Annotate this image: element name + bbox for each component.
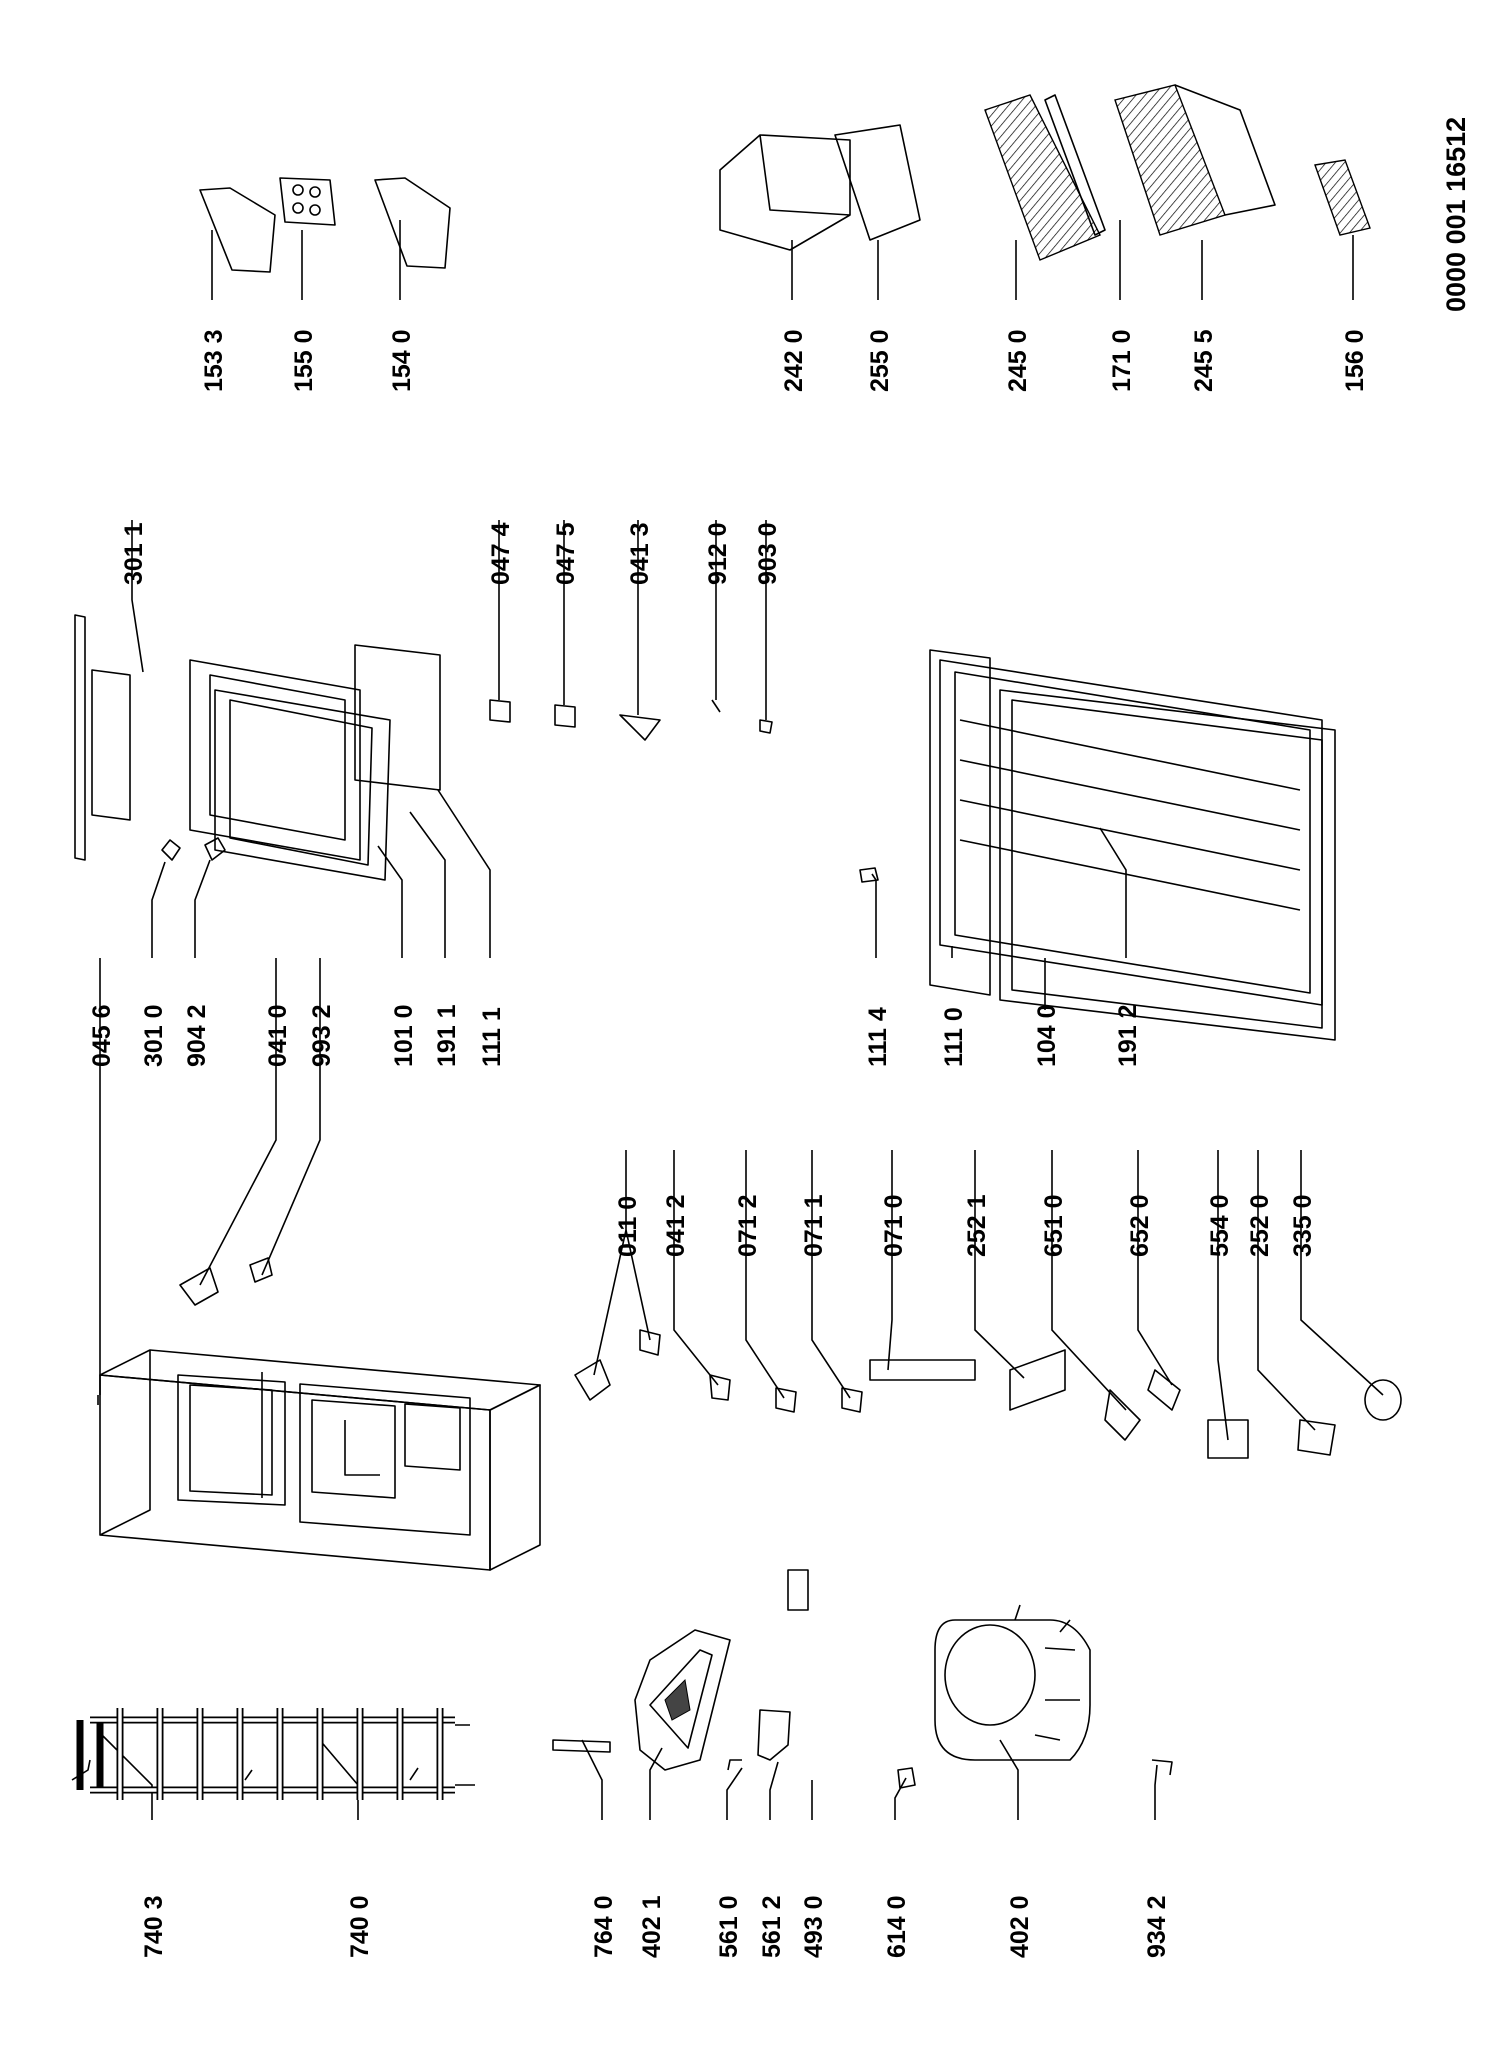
part-label-0410: 041 0 <box>264 1004 292 1067</box>
part-label-2520: 252 0 <box>1246 1194 1274 1257</box>
shelves-illustration <box>984 84 1371 261</box>
part-label-6520: 652 0 <box>1126 1194 1154 1257</box>
part-label-1550: 155 0 <box>290 329 318 392</box>
crisper-illustration <box>719 124 921 251</box>
small-components-illustration <box>552 1569 1173 1789</box>
part-label-3010: 301 0 <box>140 1004 168 1067</box>
part-label-0110: 011 0 <box>614 1196 642 1257</box>
part-label-0475: 047 5 <box>552 522 580 585</box>
part-label-1710: 171 0 <box>1108 329 1136 392</box>
part-label-2550: 255 0 <box>866 329 894 392</box>
part-label-4930: 493 0 <box>800 1895 828 1958</box>
part-label-1110: 111 0 <box>940 1007 968 1067</box>
part-label-0710: 071 0 <box>880 1194 908 1257</box>
part-label-5610: 561 0 <box>715 1895 743 1958</box>
part-label-2521: 252 1 <box>963 1194 991 1257</box>
part-label-7400: 740 0 <box>346 1895 374 1958</box>
fridge-door-illustration <box>859 649 1336 1041</box>
condenser-illustration <box>71 1708 475 1800</box>
part-label-9120: 912 0 <box>704 522 732 585</box>
part-label-0711: 071 1 <box>800 1194 828 1257</box>
part-label-5612: 561 2 <box>758 1895 786 1958</box>
part-label-2450: 245 0 <box>1004 329 1032 392</box>
fan-cover-illustration <box>634 1629 731 1771</box>
leader-lines <box>99 220 1384 1820</box>
part-label-5540: 554 0 <box>1206 1194 1234 1257</box>
part-label-0474: 047 4 <box>487 522 515 585</box>
part-label-9342: 934 2 <box>1143 1895 1171 1958</box>
part-label-4020: 402 0 <box>1006 1895 1034 1958</box>
part-label-9030: 903 0 <box>754 522 782 585</box>
part-label-1111: 111 1 <box>478 1007 506 1067</box>
part-label-2420: 242 0 <box>780 329 808 392</box>
compressor-illustration <box>934 1604 1091 1761</box>
hinge-components-illustration <box>489 699 773 741</box>
part-label-1040: 104 0 <box>1033 1004 1061 1067</box>
part-label-7640: 764 0 <box>590 1895 618 1958</box>
part-label-1114: 111 4 <box>864 1007 892 1067</box>
part-label-1010: 101 0 <box>390 1004 418 1067</box>
document-code: 0000 001 16512 <box>1441 117 1471 312</box>
part-labels: 740 3 740 0 764 0 402 1 561 0 561 2 493 … <box>88 329 1369 1958</box>
part-label-7403: 740 3 <box>140 1895 168 1958</box>
part-label-1533: 153 3 <box>200 329 228 392</box>
part-label-0413: 041 3 <box>626 522 654 585</box>
part-label-6510: 651 0 <box>1040 1194 1068 1257</box>
door-shelves-illustration <box>199 177 451 273</box>
part-label-0456: 045 6 <box>88 1004 116 1067</box>
part-label-0412: 041 2 <box>662 1194 690 1257</box>
freezer-door-illustration <box>74 614 441 881</box>
part-label-2455: 245 5 <box>1190 329 1218 392</box>
part-label-3011: 301 1 <box>120 522 148 585</box>
door-components-illustration <box>97 837 273 1405</box>
part-label-1540: 154 0 <box>388 329 416 392</box>
part-label-3350: 335 0 <box>1289 1194 1317 1257</box>
part-label-6140: 614 0 <box>883 1895 911 1958</box>
part-label-0712: 071 2 <box>734 1194 762 1257</box>
part-label-9932: 993 2 <box>308 1004 336 1067</box>
cabinet-illustration <box>99 1349 541 1571</box>
part-label-1560: 156 0 <box>1341 329 1369 392</box>
part-label-9042: 904 2 <box>183 1004 211 1067</box>
control-components-illustration <box>574 1329 1402 1459</box>
part-label-1911: 191 1 <box>433 1004 461 1067</box>
part-illustrations <box>71 84 1402 1800</box>
part-label-4021: 402 1 <box>638 1895 666 1958</box>
